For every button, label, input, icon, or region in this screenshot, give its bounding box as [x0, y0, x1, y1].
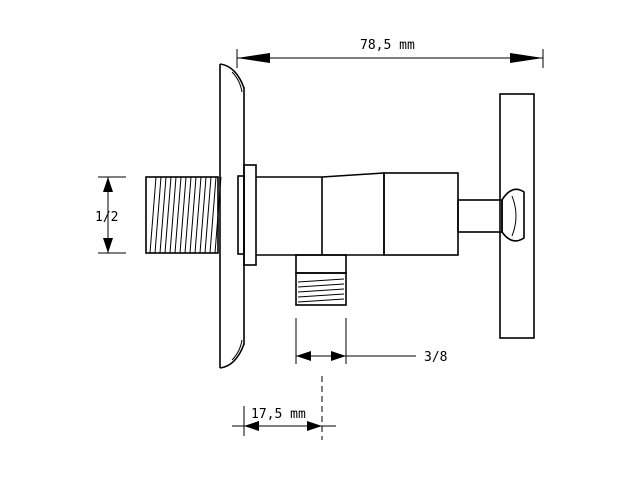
dimension-overall-length: 78,5 mm [236, 38, 544, 68]
inlet-thread-label: 1/2 [95, 210, 118, 225]
dimension-inlet-thread: 1/2 [95, 176, 126, 254]
dimension-outlet-thread: 3/8 [295, 318, 447, 365]
dimension-outlet-offset: 17,5 mm [232, 376, 336, 440]
valve-body [256, 172, 459, 256]
outlet-spigot [295, 254, 347, 306]
cross-handle [499, 93, 535, 339]
escutcheon-plate [219, 63, 257, 369]
overall-length-label: 78,5 mm [360, 38, 415, 53]
outlet-thread-label: 3/8 [424, 350, 447, 365]
spindle [457, 188, 525, 242]
outlet-offset-label: 17,5 mm [251, 407, 306, 422]
inlet-thread [145, 176, 222, 254]
